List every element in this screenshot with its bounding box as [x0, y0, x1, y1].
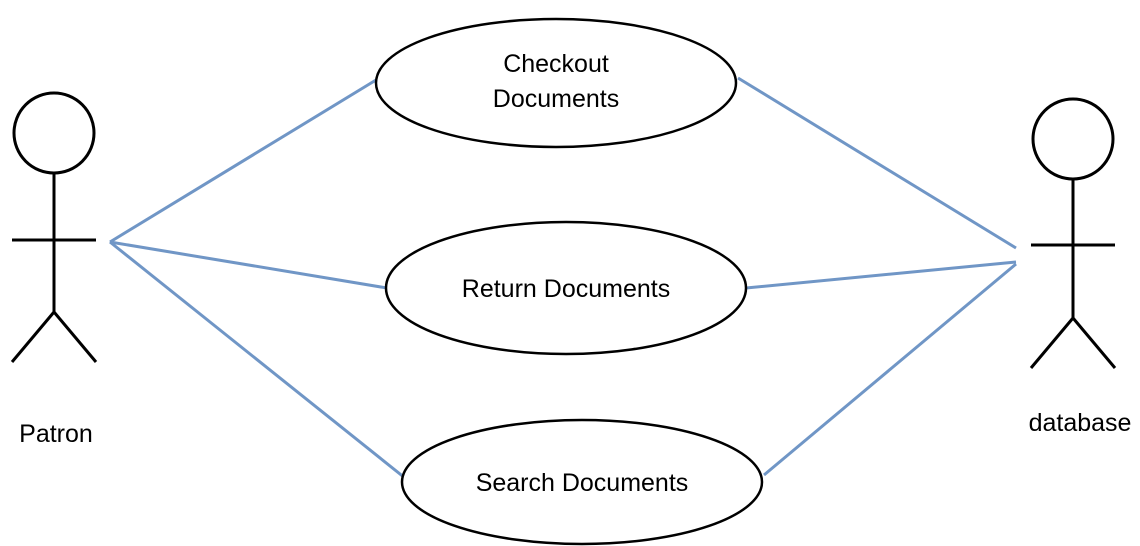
use-case-return-documents[interactable]: Return Documents	[384, 220, 748, 356]
use-case-label: Search Documents	[476, 469, 689, 497]
use-case-search-documents[interactable]: Search Documents	[400, 418, 764, 546]
use-case-label-line-1: Checkout	[503, 50, 609, 78]
association-database-checkout	[737, 76, 1017, 250]
use-case-ellipse	[374, 17, 738, 149]
use-case-ellipse	[400, 418, 764, 546]
actor-patron[interactable]	[10, 91, 98, 363]
association-database-search	[763, 262, 1017, 477]
use-case-label-line-2: Documents	[493, 85, 619, 113]
association-database-return	[745, 260, 1017, 290]
database-associations	[737, 76, 1017, 477]
association-patron-checkout	[109, 78, 377, 244]
stick-figure-icon	[1029, 97, 1117, 369]
actor-label-patron: Patron	[19, 420, 93, 448]
use-case-checkout-documents[interactable]: Checkout Documents	[374, 17, 738, 149]
use-case-label: Return Documents	[462, 275, 670, 303]
stick-figure-icon	[10, 91, 98, 363]
patron-associations	[109, 78, 411, 484]
actor-label-database: database	[1029, 409, 1132, 437]
use-case-ellipse	[384, 220, 748, 356]
actor-database[interactable]	[1029, 97, 1117, 369]
association-patron-search	[109, 240, 411, 484]
association-patron-return	[109, 240, 388, 290]
